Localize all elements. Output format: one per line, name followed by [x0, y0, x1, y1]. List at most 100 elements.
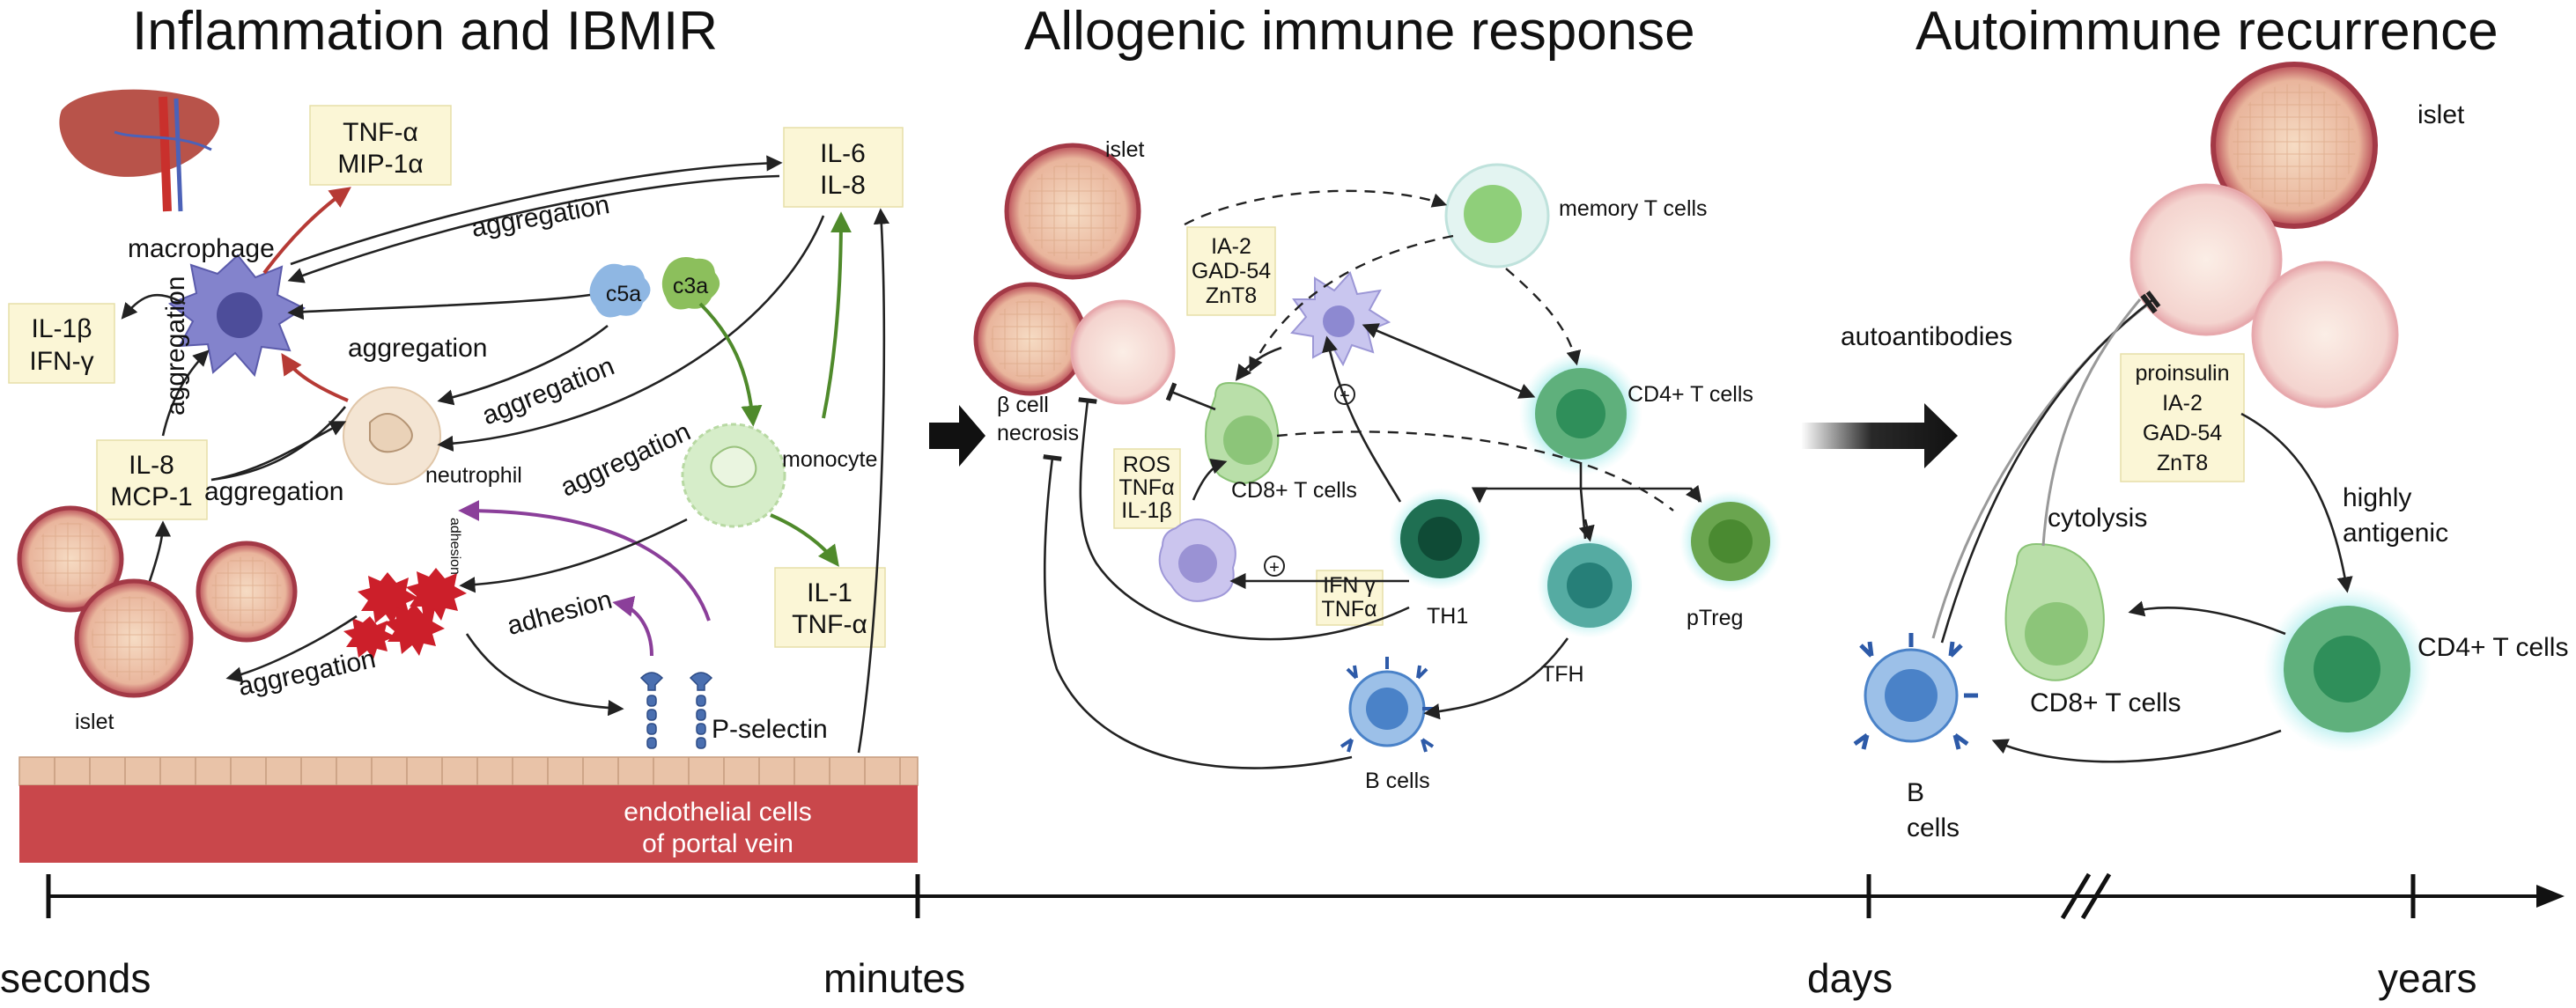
svg-text:ZnT8: ZnT8: [1206, 283, 1257, 308]
ifn-box: IFN γ TNFα: [1316, 570, 1384, 626]
adhesion-label: adhesion: [504, 585, 615, 641]
svg-text:GAD-54: GAD-54: [2143, 421, 2222, 445]
cytokine-box-il6-il8: IL-6 IL-8: [783, 127, 904, 208]
th1-cell: [1389, 488, 1491, 590]
svg-text:TNF-α: TNF-α: [792, 610, 867, 639]
cytolysis-label: cytolysis: [2048, 504, 2147, 533]
timeline-label-years: years: [2378, 955, 2476, 1001]
svg-text:IL-8: IL-8: [129, 451, 174, 480]
islet-cluster-middle: [973, 143, 1176, 405]
svg-text:IFN γ: IFN γ: [1323, 573, 1376, 598]
platelet-cluster: [343, 568, 467, 659]
arrow-neutrophil-il8: [210, 406, 347, 482]
panel-title-inflammation: Inflammation and IBMIR: [132, 1, 718, 62]
memory-t-label: memory T cells: [1559, 196, 1708, 221]
islet-cluster-right: [2129, 62, 2399, 408]
islet-label-panel1: islet: [75, 710, 114, 734]
antigenic-label: antigenic: [2343, 519, 2448, 548]
antigen-box-right: proinsulin IA-2 GAD-54 ZnT8: [2120, 353, 2245, 482]
svg-text:TNFα: TNFα: [1321, 597, 1377, 622]
aggregation-label-5: aggregation: [204, 477, 343, 506]
cd8-t-cell-middle: [1205, 381, 1280, 484]
endothelial-label-2: of portal vein: [642, 829, 793, 858]
islet-label-panel2: islet: [1105, 137, 1145, 162]
c5a-complement: c5a: [589, 263, 651, 318]
p-selectin-label: P-selectin: [712, 715, 828, 744]
c3a-complement: c3a: [661, 257, 720, 310]
aggregation-label-2: aggregation: [348, 334, 487, 363]
adhesion-small-label: adhesion: [447, 518, 462, 575]
islet-cluster-left: [17, 505, 298, 698]
neutrophil-cell: [343, 386, 441, 485]
svg-text:IL-8: IL-8: [820, 171, 866, 200]
aggregation-label-4: aggregation: [557, 417, 696, 503]
timeline-label-minutes: minutes: [823, 955, 965, 1001]
svg-text:c3a: c3a: [673, 274, 708, 298]
svg-text:c5a: c5a: [606, 282, 641, 306]
cytokine-box-il8-mcp1: IL-8 MCP-1: [96, 439, 208, 520]
cytokine-box-il1-tnf: IL-1 TNF-α: [774, 567, 886, 648]
macrophage-middle: [1158, 519, 1236, 602]
ros-box: ROS TNFα IL-1β: [1113, 448, 1181, 529]
b-label-right: B: [1907, 778, 1924, 807]
islet-label-panel3: islet: [2417, 100, 2465, 129]
p-selectin-receptors: [639, 672, 713, 749]
cytokine-box-il1b-ifng: IL-1β IFN-γ: [8, 303, 115, 384]
memory-t-cell: [1444, 163, 1550, 269]
panel-title-autoimmune: Autoimmune recurrence: [1915, 1, 2498, 62]
monocyte-cell: [681, 423, 786, 528]
b-cells-label-middle: B cells: [1365, 769, 1430, 793]
dendritic-cell: [1290, 271, 1391, 367]
cd8-t-cell-right: [2004, 542, 2105, 681]
svg-text:ROS: ROS: [1123, 452, 1170, 477]
svg-text:IFN-γ: IFN-γ: [29, 347, 93, 376]
aggregation-label-7: aggregation: [236, 644, 379, 702]
svg-text:ZnT8: ZnT8: [2157, 451, 2208, 475]
antigen-box-middle: IA-2 GAD-54 ZnT8: [1186, 226, 1276, 316]
svg-text:TNFα: TNFα: [1118, 475, 1174, 500]
necrosis-label-1: β cell: [997, 393, 1049, 417]
svg-text:IA-2: IA-2: [2162, 391, 2203, 416]
ptreg-cell: [1679, 490, 1782, 592]
neutrophil-label: neutrophil: [425, 463, 522, 488]
b-cell-middle: [1340, 657, 1435, 753]
svg-text:proinsulin: proinsulin: [2135, 361, 2229, 386]
svg-text:MCP-1: MCP-1: [110, 482, 192, 511]
panel-title-allogenic: Allogenic immune response: [1024, 1, 1695, 62]
liver-icon: [59, 89, 220, 212]
cd4-label-right: CD4+ T cells: [2417, 633, 2568, 662]
autoantibodies-label: autoantibodies: [1841, 322, 2012, 351]
cd8-label-middle: CD8+ T cells: [1231, 478, 1357, 503]
aggregation-label-1: aggregation: [469, 190, 612, 243]
svg-text:+: +: [1269, 558, 1280, 578]
b-cell-right: [1853, 633, 1978, 750]
ptreg-label: pTreg: [1687, 606, 1743, 630]
svg-text:IL-6: IL-6: [820, 139, 866, 168]
cd4-t-cell-middle: [1519, 352, 1642, 475]
svg-text:IL-1: IL-1: [807, 578, 853, 607]
endothelial-label-1: endothelial cells: [624, 798, 811, 827]
svg-text:IL-1β: IL-1β: [32, 314, 92, 343]
necrosis-label-2: necrosis: [997, 421, 1079, 445]
macrophage-label: macrophage: [128, 234, 275, 263]
aggregation-label-3: aggregation: [478, 351, 618, 430]
highly-label: highly: [2343, 483, 2411, 512]
svg-text:GAD-54: GAD-54: [1192, 259, 1271, 283]
cd4-label-middle: CD4+ T cells: [1628, 382, 1753, 407]
cytokine-box-tnf-mip: TNF-α MIP-1α: [309, 105, 452, 186]
svg-text:IA-2: IA-2: [1211, 234, 1251, 259]
svg-text:MIP-1α: MIP-1α: [337, 150, 423, 179]
cd4-t-cell-right: [2263, 585, 2431, 753]
svg-text:TNF-α: TNF-α: [343, 118, 418, 147]
cd8-label-right: CD8+ T cells: [2030, 688, 2181, 717]
svg-text:IL-1β: IL-1β: [1121, 498, 1171, 523]
timeline-axis: [46, 872, 2565, 920]
portal-vein: [19, 785, 918, 863]
endothelial-layer: [18, 756, 919, 786]
timeline-label-days: days: [1807, 955, 1893, 1001]
macrophage-cell: [167, 254, 306, 378]
monocyte-label: monocyte: [782, 447, 877, 472]
th1-label: TH1: [1427, 604, 1468, 629]
plus-sign-2: +: [1264, 556, 1285, 578]
